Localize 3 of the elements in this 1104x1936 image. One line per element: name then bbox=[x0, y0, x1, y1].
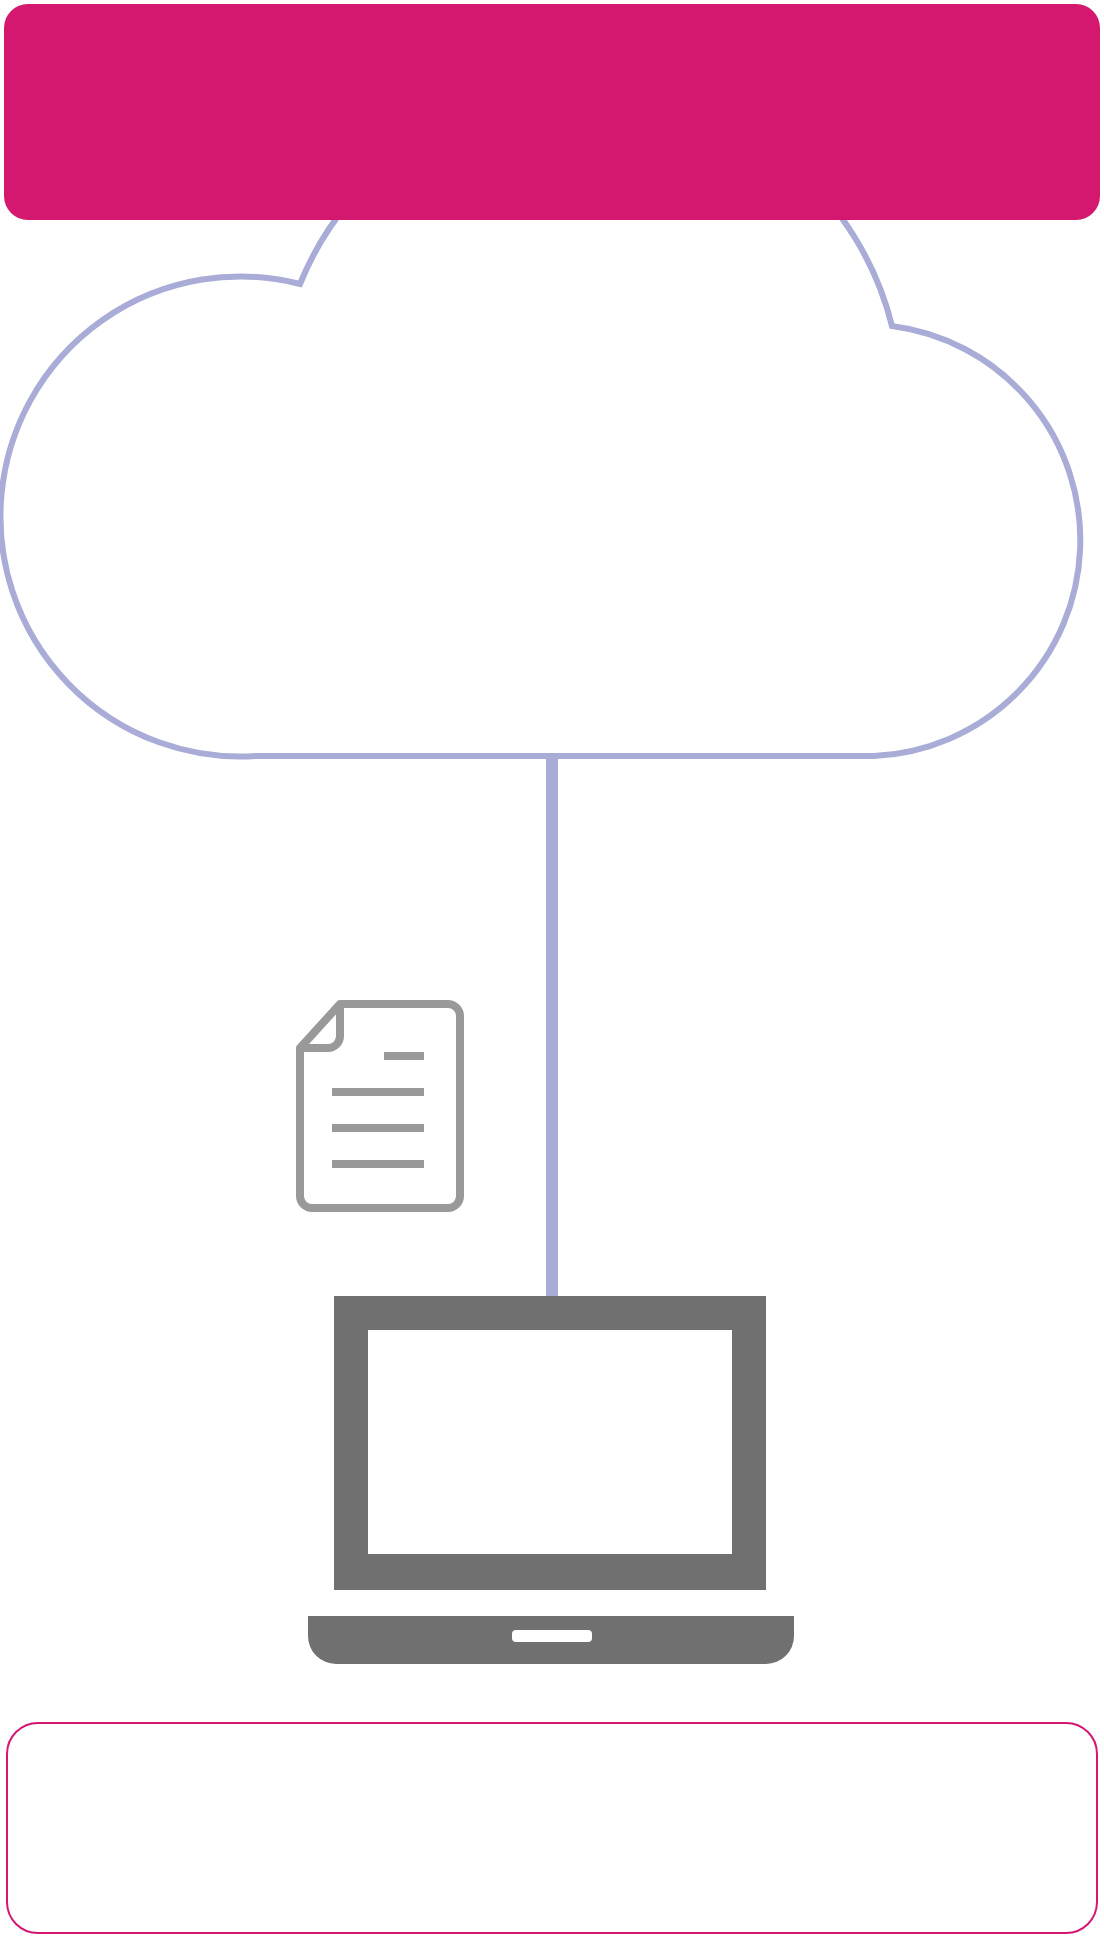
outlined-box bbox=[6, 1722, 1098, 1934]
banner-box bbox=[4, 4, 1100, 220]
connector-line bbox=[546, 756, 558, 1296]
